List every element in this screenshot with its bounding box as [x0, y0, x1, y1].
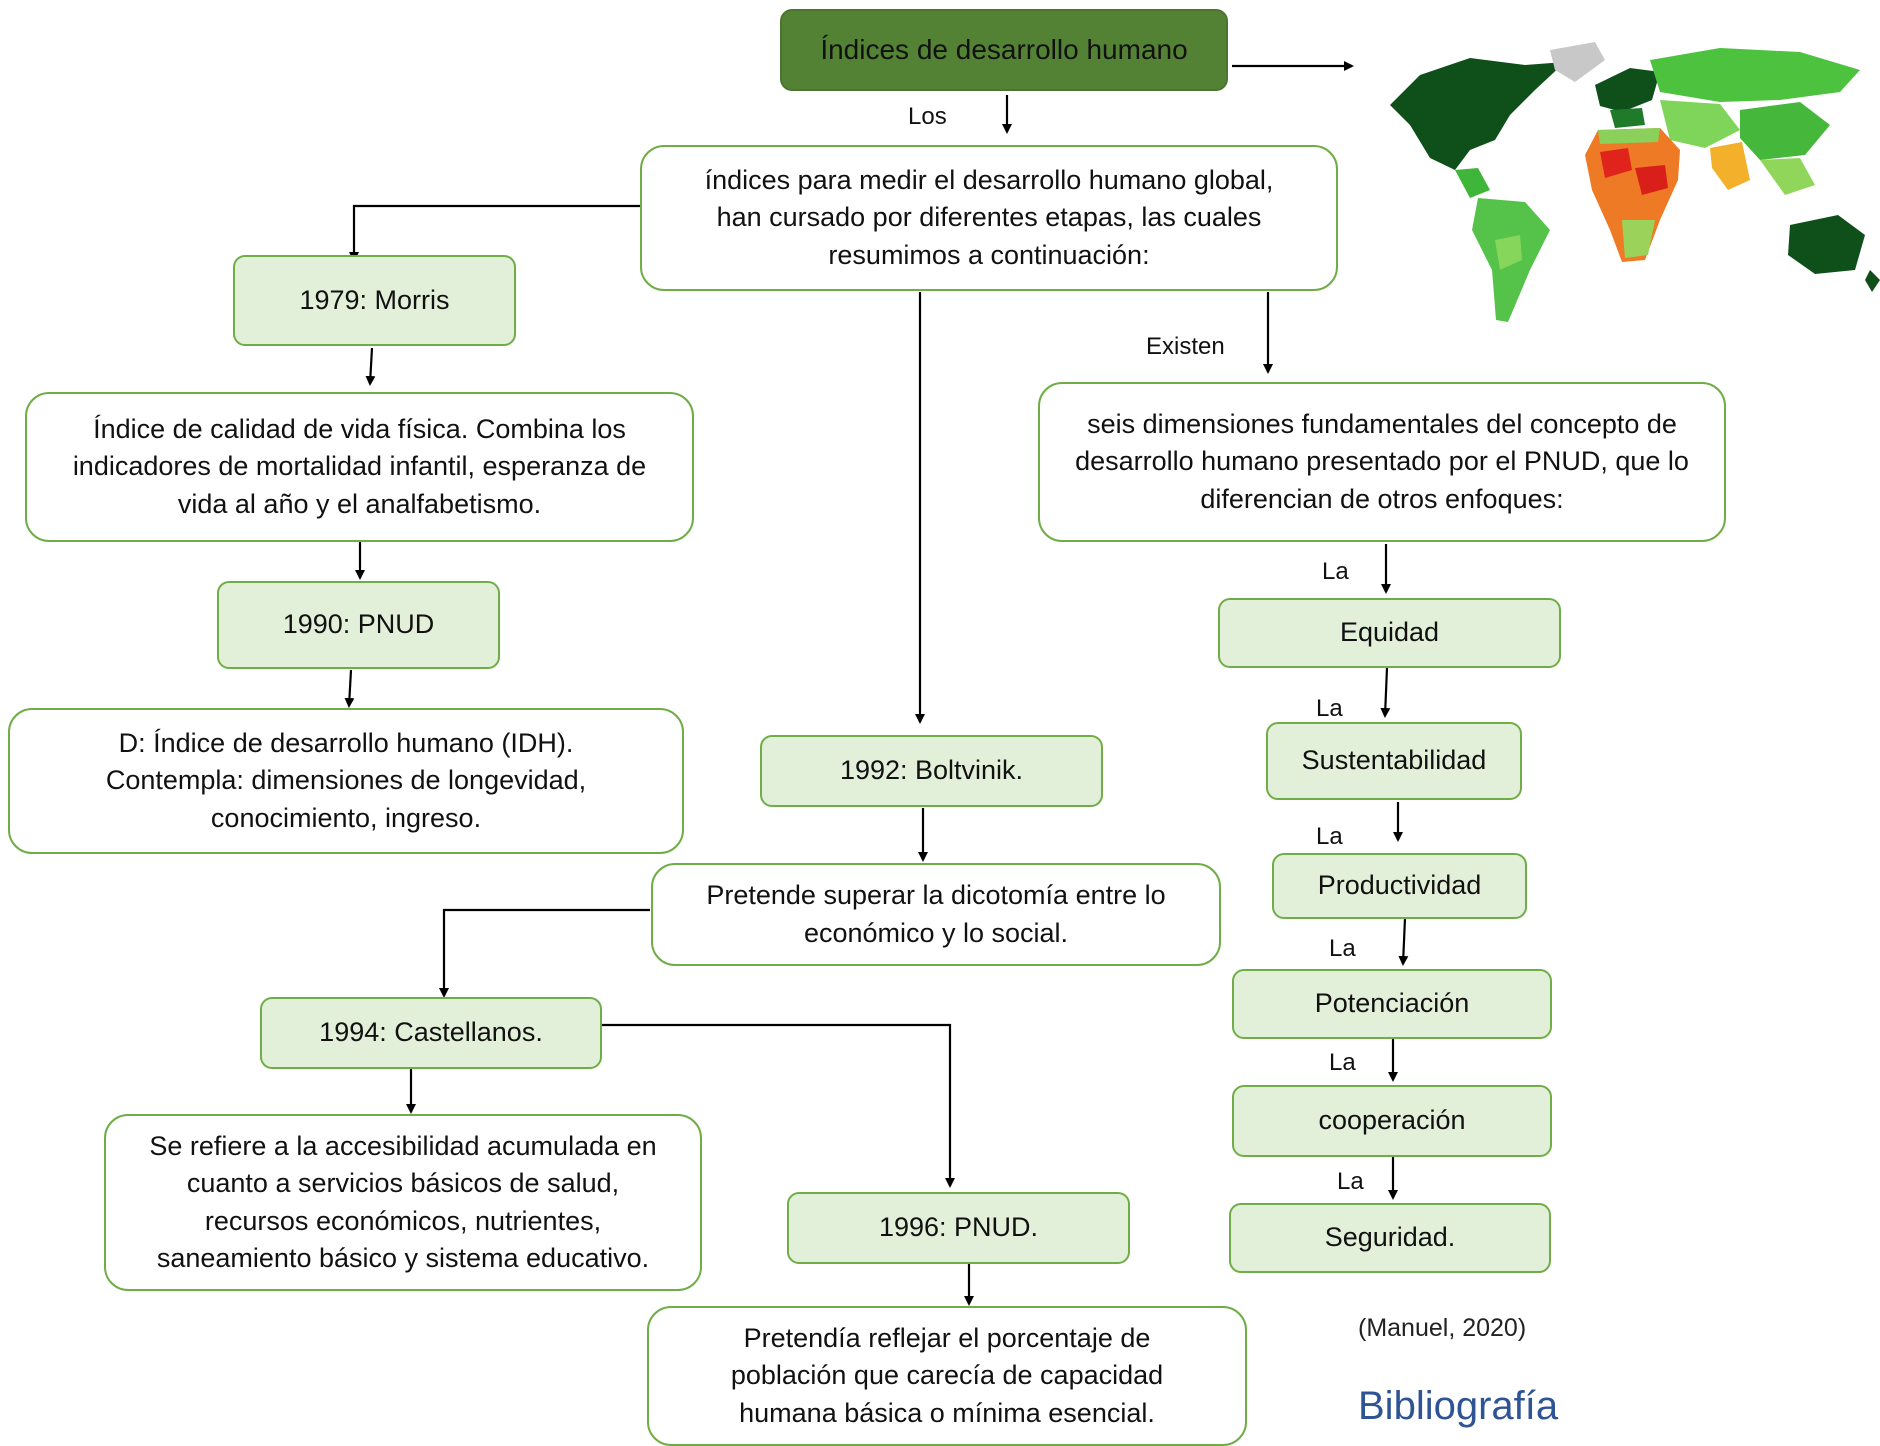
dimensions-intro-text: seis dimensiones fundamentales del conce… [1075, 409, 1689, 514]
timeline-desc-text-1996: Pretendía reflejar el porcentaje de pobl… [730, 1323, 1164, 1428]
citation: (Manuel, 2020) [1358, 1314, 1527, 1342]
timeline-desc-text-1990: D: Índice de desarrollo humano (IDH). Co… [105, 728, 587, 833]
timeline-node-1994: 1994: Castellanos. [260, 997, 602, 1069]
dimension-item-1: Equidad [1218, 598, 1561, 668]
timeline-desc-1990: D: Índice de desarrollo humano (IDH). Co… [8, 708, 684, 854]
dimension-label-6: Seguridad. [1324, 1222, 1456, 1253]
timeline-desc-text-1979: Índice de calidad de vida física. Combin… [72, 414, 647, 519]
label-los: Los [908, 103, 947, 130]
intro-box: índices para medir el desarrollo humano … [640, 145, 1338, 291]
timeline-desc-text-1992: Pretende superar la dicotomía entre lo e… [706, 880, 1166, 948]
timeline-node-1992: 1992: Boltvinik. [760, 735, 1103, 807]
label-existen: Existen [1146, 333, 1225, 360]
timeline-desc-1992: Pretende superar la dicotomía entre lo e… [651, 863, 1221, 966]
label-la-2: La [1316, 695, 1343, 722]
dimension-label-4: Potenciación [1314, 988, 1470, 1019]
intro-text: índices para medir el desarrollo humano … [704, 165, 1274, 270]
dimensions-intro-box: seis dimensiones fundamentales del conce… [1038, 382, 1726, 542]
timeline-label-1994: 1994: Castellanos. [319, 1017, 543, 1048]
timeline-desc-1994: Se refiere a la accesibilidad acumulada … [104, 1114, 702, 1291]
timeline-node-1979: 1979: Morris [233, 255, 516, 346]
dimension-label-1: Equidad [1339, 617, 1440, 648]
timeline-label-1996: 1996: PNUD. [878, 1212, 1039, 1243]
world-map-image [1390, 42, 1880, 322]
label-la-3: La [1316, 823, 1343, 850]
timeline-desc-1996: Pretendía reflejar el porcentaje de pobl… [647, 1306, 1247, 1446]
timeline-label-1979: 1979: Morris [299, 284, 450, 315]
label-la-1: La [1322, 558, 1349, 585]
timeline-desc-text-1994: Se refiere a la accesibilidad acumulada … [149, 1131, 657, 1273]
timeline-label-1992: 1992: Boltvinik. [839, 755, 1024, 786]
title-box: Índices de desarrollo humano [780, 9, 1228, 91]
bibliography-heading[interactable]: Bibliografía [1358, 1384, 1559, 1428]
dimension-item-2: Sustentabilidad [1266, 722, 1522, 800]
label-la-5: La [1329, 1049, 1356, 1076]
dimension-item-5: cooperación [1232, 1085, 1552, 1157]
dimension-item-3: Productividad [1272, 853, 1527, 919]
dimension-item-4: Potenciación [1232, 969, 1552, 1039]
dimension-item-6: Seguridad. [1229, 1203, 1551, 1273]
timeline-label-1990: 1990: PNUD [282, 609, 435, 640]
timeline-node-1990: 1990: PNUD [217, 581, 500, 669]
timeline-node-1996: 1996: PNUD. [787, 1192, 1130, 1264]
label-la-4: La [1329, 935, 1356, 962]
title-text: Índices de desarrollo humano [820, 33, 1188, 65]
label-la-6: La [1337, 1168, 1364, 1195]
dimension-label-2: Sustentabilidad [1301, 745, 1487, 776]
dimension-label-5: cooperación [1318, 1105, 1466, 1136]
timeline-desc-1979: Índice de calidad de vida física. Combin… [25, 392, 694, 542]
dimension-label-3: Productividad [1317, 870, 1482, 901]
